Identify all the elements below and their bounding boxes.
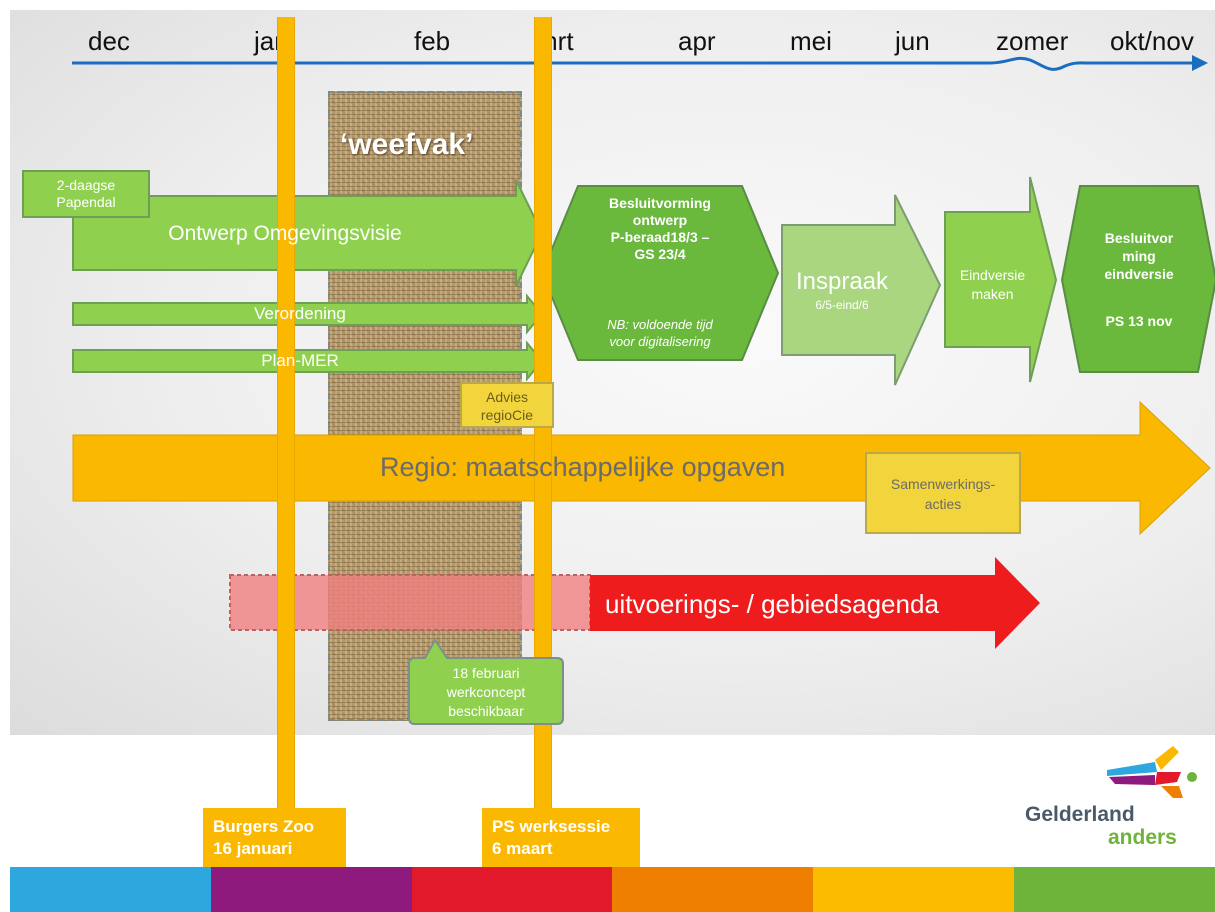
color-stripe <box>10 867 1215 912</box>
planmer-label: Plan-MER <box>261 351 339 370</box>
eindversie-label: Eindversie maken <box>959 267 1026 302</box>
werkconcept-label: 18 februari werkconcept beschikbaar <box>446 665 526 719</box>
month-mei: mei <box>790 26 832 56</box>
month-okt-nov: okt/nov <box>1110 26 1194 56</box>
advies-label: Advies regioCie <box>480 389 534 423</box>
advies-box: Advies regioCie <box>460 382 554 428</box>
samenwerking-box: Samenwerkings- acties <box>865 452 1021 534</box>
milestone-line-jan <box>277 17 295 887</box>
inspraak-sub: 6/5-eind/6 <box>815 298 869 312</box>
besluit1-hexagon <box>540 185 780 361</box>
gelderland-logo-mark <box>1107 746 1197 798</box>
eindversie-arrow <box>944 176 1058 383</box>
regio-label: Regio: maatschappelijke opgaven <box>380 452 786 482</box>
stripe-red <box>411 867 613 912</box>
milestone-burgers-zoo: Burgers Zoo 16 januari <box>203 808 346 870</box>
ontwerp-label: Ontwerp Omgevingsvisie <box>168 222 402 245</box>
stripe-yellow <box>813 867 1015 912</box>
ontwerp-arrow <box>72 179 544 287</box>
month-apr: apr <box>678 26 716 56</box>
besluit2-sub: PS 13 nov <box>1105 313 1173 329</box>
werkconcept-callout <box>408 638 564 725</box>
papendal-label: 2-daagse Papendal <box>56 177 116 210</box>
burgers-label: Burgers Zoo 16 januari <box>213 817 315 858</box>
month-jun: jun <box>895 26 930 56</box>
besluit2-title: Besluitvor ming eindversie <box>1104 230 1174 282</box>
logo-line2: anders <box>1108 826 1177 849</box>
ps-label: PS werksessie 6 maart <box>492 817 611 858</box>
samenwerking-label: Samenwerkings- acties <box>890 476 996 512</box>
month-feb: feb <box>414 26 451 56</box>
month-zomer: zomer <box>996 26 1069 56</box>
stripe-purple <box>210 867 412 912</box>
inspraak-arrow <box>781 194 942 386</box>
uitvoering-label: uitvoerings- / gebiedsagenda <box>605 589 939 619</box>
month-dec: dec <box>88 26 130 56</box>
stripe-blue <box>10 867 211 912</box>
logo-line1: Gelderland <box>1025 803 1135 826</box>
verordening-label: Verordening <box>254 304 346 323</box>
inspraak-title: Inspraak <box>795 268 889 295</box>
milestone-ps-werksessie: PS werksessie 6 maart <box>482 808 640 870</box>
besluit1-title: Besluitvorming ontwerp P-beraad18/3 – GS… <box>609 195 711 262</box>
besluit2-hexagon <box>1060 185 1215 373</box>
besluit1-note: NB: voldoende tijd voor digitalisering <box>607 317 713 349</box>
stripe-green <box>1014 867 1215 912</box>
papendal-box: 2-daagse Papendal <box>22 170 150 218</box>
timeline-arrow <box>72 55 1208 71</box>
uitvoering-arrow <box>590 557 1040 649</box>
weefvak-label: ‘weefvak’ <box>340 128 474 161</box>
stripe-orange <box>612 867 814 912</box>
